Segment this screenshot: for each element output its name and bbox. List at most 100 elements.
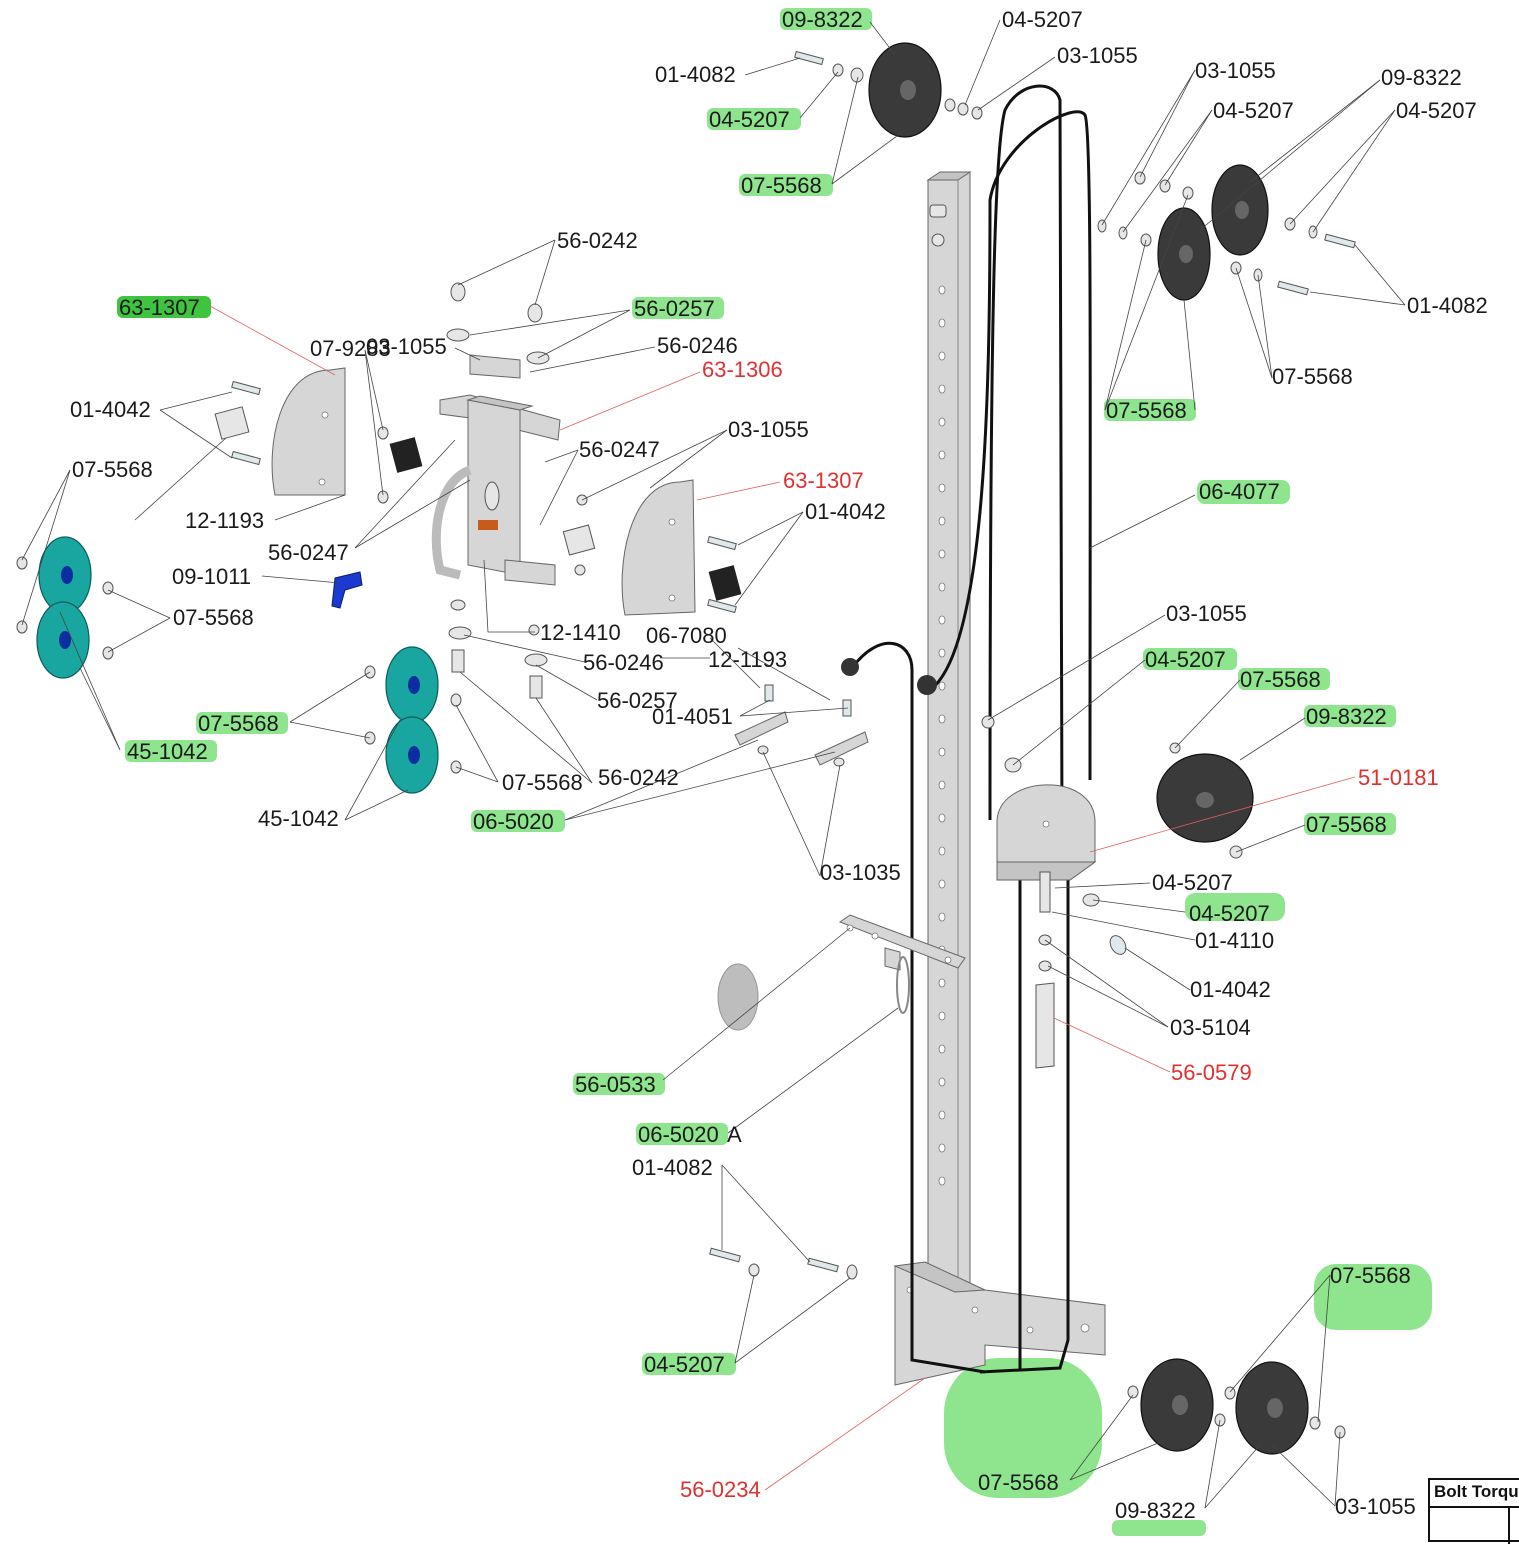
part-label: 07-5568 — [978, 1470, 1059, 1495]
post-adjustment-hole — [938, 1176, 946, 1186]
part-label: 06-7080 — [646, 623, 727, 648]
label-highlights — [117, 8, 1432, 1536]
part-label: 56-0246 — [583, 650, 664, 675]
post-adjustment-hole — [938, 516, 946, 526]
post-adjustment-hole — [938, 1077, 946, 1087]
part-label: 56-0579 — [1171, 1060, 1252, 1085]
part-label: 56-0242 — [557, 228, 638, 253]
part-label: 51-0181 — [1358, 765, 1439, 790]
part-label: 12-1193 — [185, 508, 264, 533]
post-adjustment-hole — [938, 1044, 946, 1054]
part-label: 09-8322 — [1306, 704, 1387, 729]
part-label: 06-4077 — [1199, 479, 1280, 504]
post-adjustment-hole — [938, 648, 946, 658]
part-label: 04-5207 — [1002, 7, 1083, 32]
post-adjustment-hole — [938, 978, 946, 988]
small-hardware — [16, 50, 1356, 1439]
post-adjustment-hole — [938, 417, 946, 427]
part-label: 56-0242 — [598, 765, 679, 790]
part-label: 04-5207 — [1213, 98, 1294, 123]
part-label: 07-5568 — [72, 457, 153, 482]
bolt-torque-cell — [1508, 1508, 1519, 1544]
part-label: 45-1042 — [258, 806, 339, 831]
part-label: 09-8322 — [1115, 1498, 1196, 1523]
part-label: 07-5568 — [741, 173, 822, 198]
part-label: 07-5568 — [173, 605, 254, 630]
part-label: 03-1055 — [1057, 43, 1138, 68]
post-adjustment-hole — [938, 351, 946, 361]
main-upright-post — [926, 171, 972, 1305]
post-adjustment-hole — [938, 483, 946, 493]
part-label: 12-1193 — [708, 647, 787, 672]
part-label: 63-1306 — [702, 357, 783, 382]
lower-pulley-bracket — [981, 715, 1127, 1069]
part-label: 63-1307 — [119, 295, 200, 320]
bolt-torque-table: Bolt Torqu — [1428, 1478, 1519, 1544]
post-adjustment-hole — [938, 384, 946, 394]
part-label: 07-5568 — [502, 770, 583, 795]
part-label: 06-5020 — [473, 809, 554, 834]
part-label: 04-5207 — [644, 1352, 725, 1377]
part-label: 01-4042 — [1190, 977, 1271, 1002]
part-label: 09-8322 — [1381, 65, 1462, 90]
part-label: 56-0247 — [268, 540, 349, 565]
part-label: 07-5568 — [198, 711, 279, 736]
part-label: 03-1055 — [728, 417, 809, 442]
base-plate — [893, 1261, 1106, 1386]
part-label: 07-5568 — [1330, 1263, 1411, 1288]
part-label: 04-5207 — [1396, 98, 1477, 123]
part-label: 01-4110 — [1195, 928, 1274, 953]
part-label: 09-1011 — [172, 564, 251, 589]
part-label: 04-5207 — [709, 107, 790, 132]
post-adjustment-hole — [938, 879, 946, 889]
part-label: 56-0247 — [579, 437, 660, 462]
post-adjustment-hole — [938, 318, 946, 328]
post-adjustment-hole — [938, 1110, 946, 1120]
part-label: 03-1055 — [1335, 1494, 1416, 1519]
part-label: 03-5104 — [1170, 1015, 1251, 1040]
post-adjustment-hole — [938, 615, 946, 625]
leader-lines — [21, 19, 1406, 1509]
part-label: 56-0234 — [680, 1477, 761, 1502]
dark-pulleys — [868, 42, 1309, 1455]
cables — [841, 84, 1092, 1374]
part-labels: 09-8322 04-5207 01-4082 03-1055 04-5207 … — [70, 7, 1488, 1523]
part-label: 56-0257 — [634, 296, 715, 321]
part-label: 07-5568 — [1240, 667, 1321, 692]
part-label: 03-1035 — [820, 860, 901, 885]
part-label: 01-4042 — [70, 397, 151, 422]
part-label: 07-9283 — [310, 336, 391, 361]
post-adjustment-hole — [938, 714, 946, 724]
part-label: 01-4051 — [652, 704, 733, 729]
post-adjustment-hole — [938, 1011, 946, 1021]
part-label: 09-8322 — [782, 7, 863, 32]
part-label: 01-4042 — [805, 499, 886, 524]
part-label: 07-5568 — [1306, 812, 1387, 837]
part-label: 04-5207 — [1152, 870, 1233, 895]
post-adjustment-hole — [938, 582, 946, 592]
part-label: 01-4082 — [632, 1155, 713, 1180]
cable-clamps — [734, 684, 869, 767]
post-adjustment-hole — [938, 912, 946, 922]
post-adjustment-hole — [938, 780, 946, 790]
part-label: 56-0246 — [657, 333, 738, 358]
part-label: 56-0533 — [575, 1072, 656, 1097]
t-bar-handle — [717, 914, 966, 1031]
part-label: 07-5568 — [1106, 398, 1187, 423]
part-label: 03-1055 — [1166, 601, 1247, 626]
part-label: 56-0257 — [597, 688, 678, 713]
part-label: 63-1307 — [783, 468, 864, 493]
post-adjustment-hole — [938, 549, 946, 559]
part-label: 04-5207 — [1145, 647, 1226, 672]
teal-pulleys — [36, 536, 439, 794]
part-label: 01-4082 — [655, 62, 736, 87]
part-label: 12-1410 — [540, 620, 621, 645]
carriage-assembly — [431, 282, 588, 699]
part-label: A — [727, 1122, 742, 1147]
part-label: 45-1042 — [127, 739, 208, 764]
part-label: 01-4082 — [1407, 293, 1488, 318]
post-adjustment-hole — [938, 450, 946, 460]
post-adjustment-hole — [938, 681, 946, 691]
bolt-torque-title: Bolt Torqu — [1434, 1482, 1519, 1501]
